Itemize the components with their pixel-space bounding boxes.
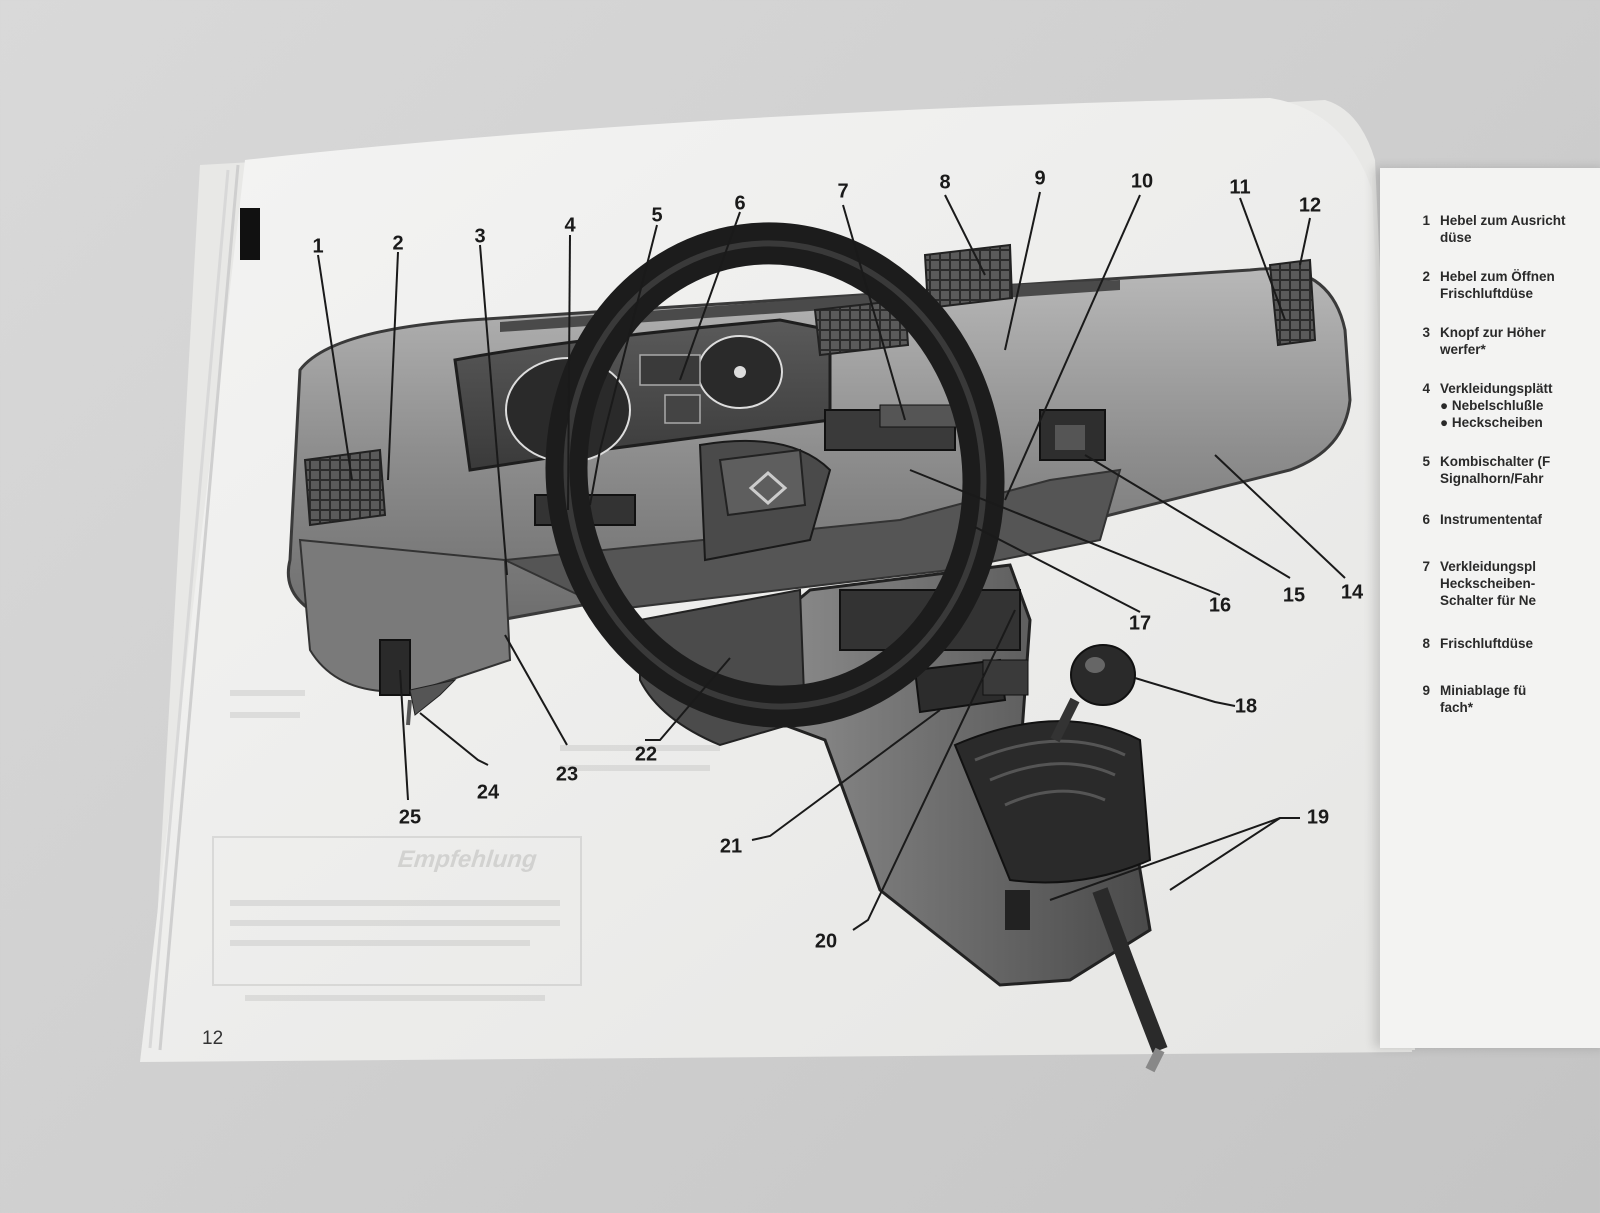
callout-5: 5 <box>651 204 663 227</box>
legend-text: Instrumententaf <box>1440 512 1543 527</box>
legend-number: 4 <box>1422 381 1430 396</box>
callout-20: 20 <box>814 930 838 953</box>
legend-text: ● Nebelschlußle <box>1440 398 1544 413</box>
callout-23: 23 <box>555 763 579 786</box>
callout-2: 2 <box>392 232 404 255</box>
legend-item: 1 Hebel zum Ausricht düse <box>1408 212 1598 246</box>
callout-15: 15 <box>1282 584 1306 607</box>
callout-24: 24 <box>476 781 500 804</box>
legend-text: Verkleidungspl <box>1440 559 1537 574</box>
callout-19: 19 <box>1306 806 1330 829</box>
callout-17: 17 <box>1128 612 1152 635</box>
legend-item: 3 Knopf zur Höher werfer* <box>1408 324 1598 358</box>
legend-number: 3 <box>1422 325 1430 340</box>
legend-text: Miniablage fü <box>1440 683 1527 698</box>
legend-text: Heckscheiben- <box>1440 576 1536 591</box>
callout-8: 8 <box>939 171 951 194</box>
page-number: 12 <box>202 1028 224 1049</box>
right-air-vent <box>1268 258 1317 347</box>
callout-4: 4 <box>564 214 576 237</box>
callout-6: 6 <box>734 192 746 215</box>
callout-12: 12 <box>1298 194 1322 217</box>
legend-text: Knopf zur Höher <box>1440 325 1546 340</box>
legend-text: werfer* <box>1440 342 1486 357</box>
gear-knob <box>1070 644 1136 706</box>
show-through-heading: Empfehlung <box>396 846 539 873</box>
legend-text: fach* <box>1440 700 1474 715</box>
legend-text: Schalter für Ne <box>1440 593 1537 608</box>
legend-text: Signalhorn/Fahr <box>1440 471 1544 486</box>
legend-number: 7 <box>1422 559 1430 574</box>
legend-text: Hebel zum Ausricht <box>1440 213 1566 228</box>
callout-18: 18 <box>1234 695 1258 718</box>
show-through-box <box>212 836 582 986</box>
callout-10: 10 <box>1130 170 1154 193</box>
callout-11: 11 <box>1229 176 1251 199</box>
left-air-vent <box>303 448 387 527</box>
callout-1: 1 <box>312 235 324 258</box>
legend-text: Frischluftdüse <box>1440 636 1534 651</box>
legend-number: 5 <box>1422 454 1430 469</box>
center-air-vent-right <box>923 243 1014 310</box>
center-air-vent-left <box>813 298 910 357</box>
legend-number: 8 <box>1422 636 1430 651</box>
callout-7: 7 <box>837 180 849 203</box>
legend-number: 6 <box>1422 512 1430 527</box>
legend-list: 1 Hebel zum Ausricht düse 2 Hebel zum Öff… <box>1408 212 1598 716</box>
legend-item: 9 Miniablage fü fach* <box>1408 682 1598 716</box>
legend-text: Kombischalter (F <box>1440 454 1551 469</box>
callout-leader-lines <box>317 191 1346 931</box>
callout-3: 3 <box>474 225 486 248</box>
callout-16: 16 <box>1208 594 1232 617</box>
legend-item: 6 Instrumententaf <box>1408 511 1598 528</box>
callout-22: 22 <box>634 743 658 766</box>
legend-item: 8 Frischluftdüse <box>1408 635 1598 652</box>
right-page <box>1380 168 1600 1048</box>
callout-14: 14 <box>1340 581 1364 604</box>
callout-9: 9 <box>1034 167 1046 190</box>
legend-text: düse <box>1440 230 1472 245</box>
legend-item: 4 Verkleidungsplätt ● Nebelschlußle ● Heck… <box>1408 380 1598 431</box>
legend-text: Verkleidungsplätt <box>1440 381 1553 396</box>
callout-21: 21 <box>719 835 743 858</box>
legend-text: Frischluftdüse <box>1440 286 1534 301</box>
legend-number: 2 <box>1422 269 1430 284</box>
legend-number: 1 <box>1422 213 1430 228</box>
callout-25: 25 <box>398 806 422 829</box>
legend-text: Hebel zum Öffnen <box>1440 269 1555 284</box>
legend-item: 5 Kombischalter (F Signalhorn/Fahr <box>1408 453 1598 487</box>
legend-number: 9 <box>1422 683 1430 698</box>
gear-boot <box>953 720 1152 884</box>
section-tab-marker <box>240 208 260 260</box>
legend-text: ● Heckscheiben <box>1440 415 1543 430</box>
